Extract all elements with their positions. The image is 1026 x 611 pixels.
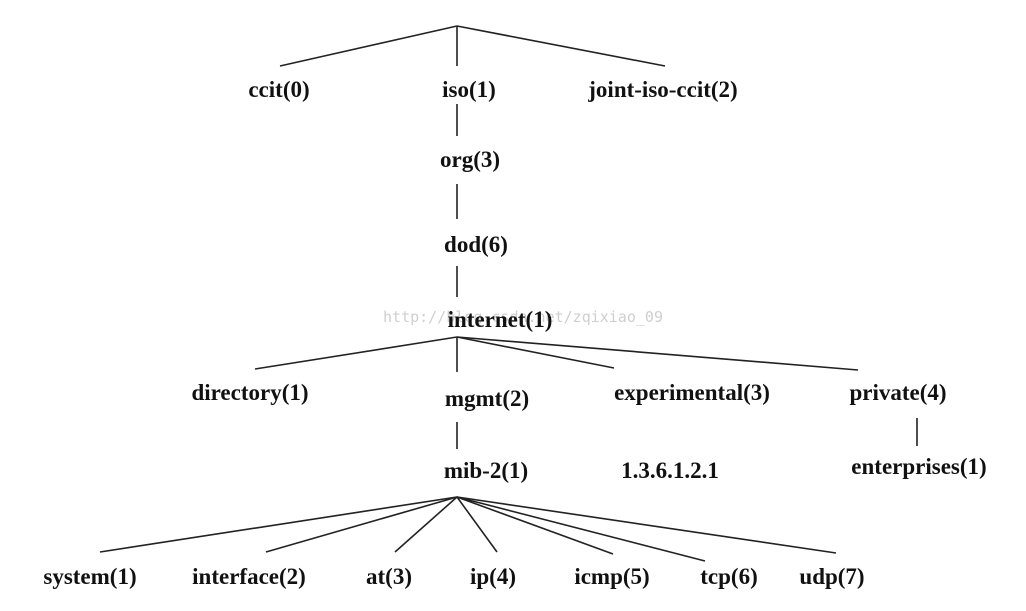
- node-at: at(3): [366, 564, 412, 589]
- node-system: system(1): [43, 564, 137, 589]
- node-dod: dod(6): [444, 232, 508, 257]
- node-private: private(4): [849, 380, 947, 405]
- connector-mib2-to-system: [99, 496, 458, 553]
- node-interface: interface(2): [192, 564, 306, 589]
- node-directory: directory(1): [191, 380, 309, 405]
- connector-internet-to-private: [456, 336, 859, 371]
- connector-internet-to-experimental: [456, 336, 615, 369]
- connector-mib2-to-at: [394, 496, 458, 553]
- node-enterprises: enterprises(1): [851, 454, 987, 479]
- node-ccit: ccit(0): [248, 77, 310, 102]
- node-internet: internet(1): [447, 307, 553, 332]
- node-tcp: tcp(6): [700, 564, 758, 589]
- node-experimental: experimental(3): [614, 380, 770, 405]
- connector-mib2-to-interface: [265, 496, 458, 553]
- connector-mib2-to-ip: [456, 496, 498, 553]
- node-joint-iso-ccit: joint-iso-ccit(2): [588, 77, 738, 102]
- connector-root-to-joint: [456, 25, 666, 67]
- node-mgmt: mgmt(2): [444, 386, 530, 411]
- connector-internet-to-directory: [254, 336, 458, 370]
- connector-mib2-to-udp: [456, 496, 837, 554]
- node-iso: iso(1): [442, 77, 496, 102]
- node-ip: ip(4): [470, 564, 516, 589]
- node-mib-2: mib-2(1): [443, 458, 529, 483]
- connector-mib2-to-tcp: [456, 496, 706, 562]
- connector-root-to-ccit: [279, 25, 458, 67]
- node-icmp: icmp(5): [574, 564, 650, 589]
- mib-2-oid-label: 1.3.6.1.2.1: [621, 458, 719, 483]
- watermark-text: http://blog.csdn.net/zqixiao_09: [383, 308, 663, 326]
- connector-mib2-to-icmp: [456, 496, 614, 555]
- node-udp: udp(7): [799, 564, 865, 589]
- node-org: org(3): [439, 147, 501, 172]
